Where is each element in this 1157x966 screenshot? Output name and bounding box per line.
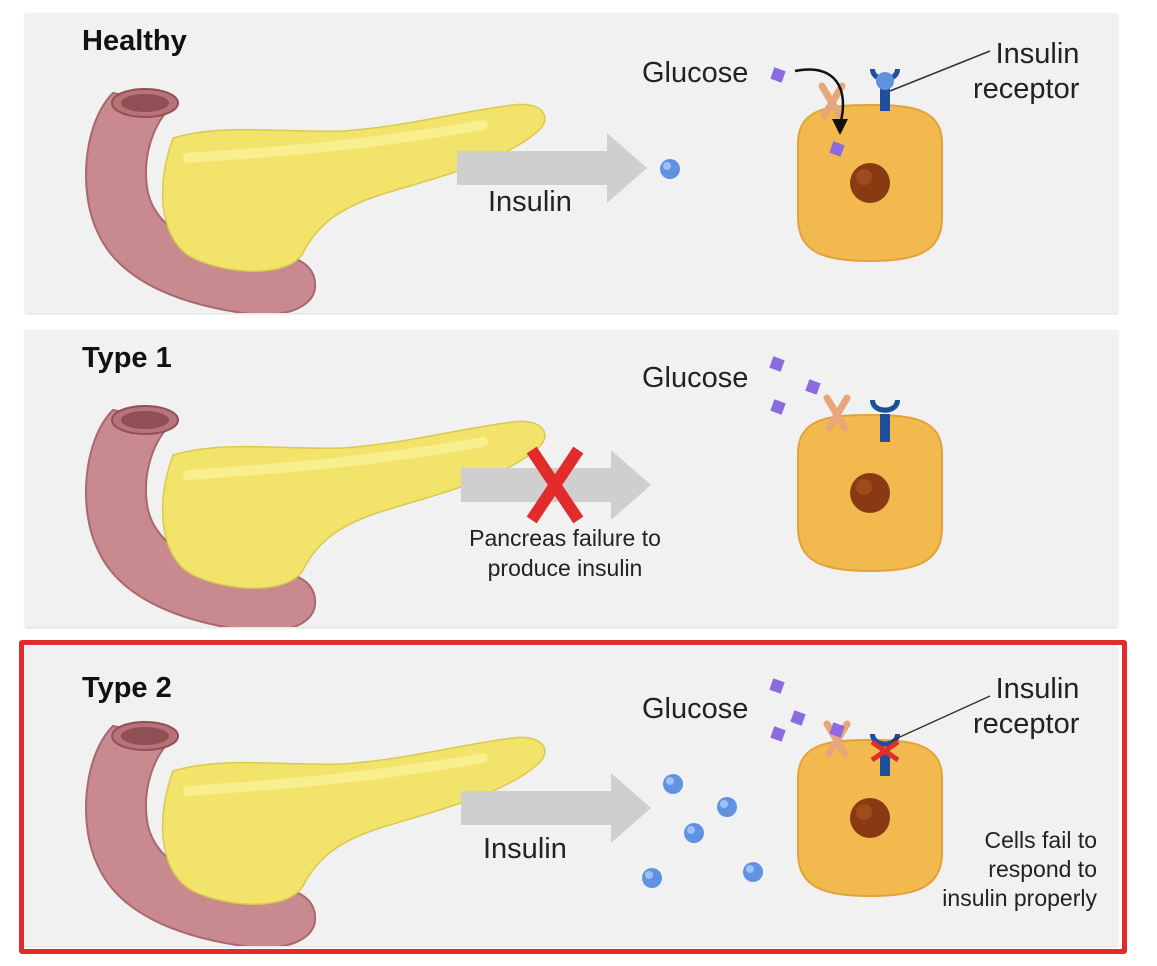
pancreas-failure-label: Pancreas failure to produce insulin bbox=[469, 525, 661, 581]
cell-illustration bbox=[797, 104, 943, 262]
insulin-label: Insulin bbox=[483, 833, 567, 865]
insulin-molecule-icon bbox=[743, 862, 763, 882]
glucose-label: Glucose bbox=[642, 362, 749, 394]
panel-title: Healthy bbox=[82, 25, 187, 57]
glucose-molecule-icon bbox=[805, 379, 821, 395]
glucose-label: Glucose bbox=[642, 693, 749, 725]
glucose-label: Glucose bbox=[642, 57, 749, 89]
insulin-label: Insulin bbox=[488, 186, 572, 218]
panel-title: Type 1 bbox=[82, 342, 172, 374]
insulin-molecule-icon bbox=[663, 774, 683, 794]
receptor-leader-line bbox=[889, 50, 991, 92]
insulin-molecule-icon bbox=[642, 868, 662, 888]
insulin-receptor-label: Insulin receptor bbox=[973, 38, 1080, 105]
panel-title: Type 2 bbox=[82, 672, 172, 704]
glucose-molecule-icon bbox=[770, 726, 786, 742]
cells-fail-label: Cells fail to respond to insulin properl… bbox=[942, 827, 1097, 911]
glucose-molecule-icon bbox=[790, 710, 806, 726]
glucose-molecule-icon bbox=[770, 67, 786, 83]
glucose-molecule-icon bbox=[769, 356, 785, 372]
type2-illustration bbox=[25, 678, 991, 946]
glucose-molecule-icon bbox=[769, 678, 785, 694]
cell-illustration bbox=[797, 414, 943, 572]
type1-illustration bbox=[25, 356, 943, 627]
pancreas-illustration bbox=[86, 722, 545, 946]
healthy-panel: Healthy Glucose Insulin receptor Insulin bbox=[25, 13, 1118, 313]
red-x-icon bbox=[870, 739, 900, 763]
insulin-receptor-label: Insulin receptor bbox=[973, 673, 1080, 740]
glucose-molecule-icon bbox=[770, 399, 786, 415]
insulin-molecule-icon bbox=[684, 823, 704, 843]
healthy-illustration bbox=[25, 50, 991, 313]
type1-panel: Type 1 Glucose Pancreas failure to produ… bbox=[25, 330, 1118, 627]
pancreas-illustration bbox=[86, 89, 545, 313]
insulin-molecule-icon bbox=[717, 797, 737, 817]
insulin-molecule-icon bbox=[660, 159, 680, 179]
type2-panel: Type 2 Glucose Insulin receptor Insulin … bbox=[25, 646, 1118, 946]
red-x-icon bbox=[526, 446, 584, 524]
bound-insulin-icon bbox=[876, 72, 894, 90]
pancreas-illustration bbox=[86, 406, 545, 627]
glucose-entry-arrow bbox=[794, 68, 845, 126]
receptor-leader-line bbox=[890, 695, 991, 742]
